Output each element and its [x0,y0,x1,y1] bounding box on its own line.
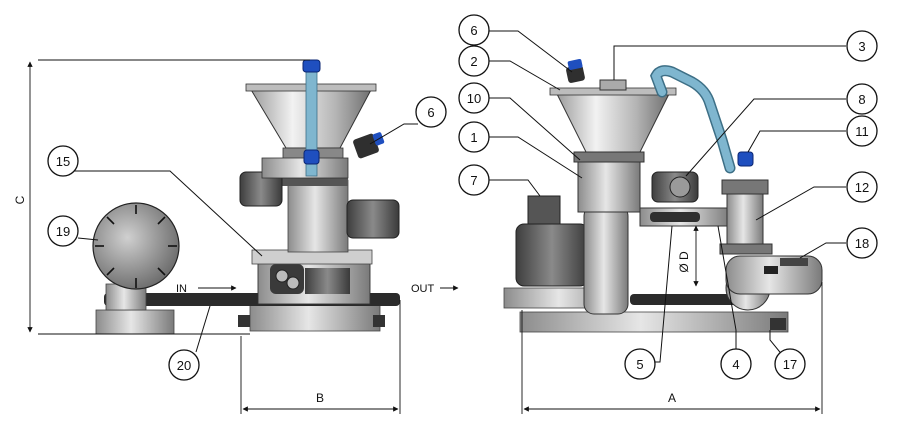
side-view: Ø D A [503,59,823,414]
svg-text:6: 6 [470,23,477,38]
callout-6-right: 6 [458,14,490,46]
svg-text:12: 12 [855,180,869,195]
flow-out-label: OUT [411,283,435,295]
callout-3: 3 [846,30,878,62]
front-view: IN OUT C B [13,59,459,414]
dimension-d-label: Ø D [677,251,691,273]
svg-text:1: 1 [470,130,477,145]
callout-8: 8 [846,83,878,115]
svg-text:6: 6 [427,105,434,120]
svg-text:5: 5 [636,357,643,372]
svg-text:19: 19 [56,224,70,239]
callout-12: 12 [846,171,878,203]
tank [92,202,180,290]
callout-17: 17 [774,348,806,380]
svg-text:10: 10 [467,91,481,106]
svg-text:8: 8 [858,92,865,107]
svg-text:7: 7 [470,173,477,188]
callout-4: 4 [720,348,752,380]
callout-5: 5 [624,348,656,380]
callout-19: 19 [47,215,79,247]
callout-20: 20 [168,349,200,381]
callout-7: 7 [458,164,490,196]
callout-11: 11 [846,115,878,147]
flow-in-label: IN [176,283,187,295]
dimension-a-label: A [668,391,676,405]
svg-text:11: 11 [855,124,869,139]
callout-2: 2 [458,45,490,77]
dimension-c-label: C [13,195,27,204]
svg-text:17: 17 [783,357,797,372]
svg-text:15: 15 [56,154,70,169]
svg-text:18: 18 [855,236,869,251]
svg-text:4: 4 [732,357,739,372]
callout-6-left: 6 [415,96,447,128]
svg-text:2: 2 [470,54,477,69]
dimension-b-label: B [316,391,324,405]
callout-1: 1 [458,121,490,153]
callout-18: 18 [846,227,878,259]
svg-text:20: 20 [177,358,191,373]
callout-10: 10 [458,82,490,114]
svg-text:3: 3 [858,39,865,54]
callout-15: 15 [47,145,79,177]
sensor-6-left [353,132,385,159]
